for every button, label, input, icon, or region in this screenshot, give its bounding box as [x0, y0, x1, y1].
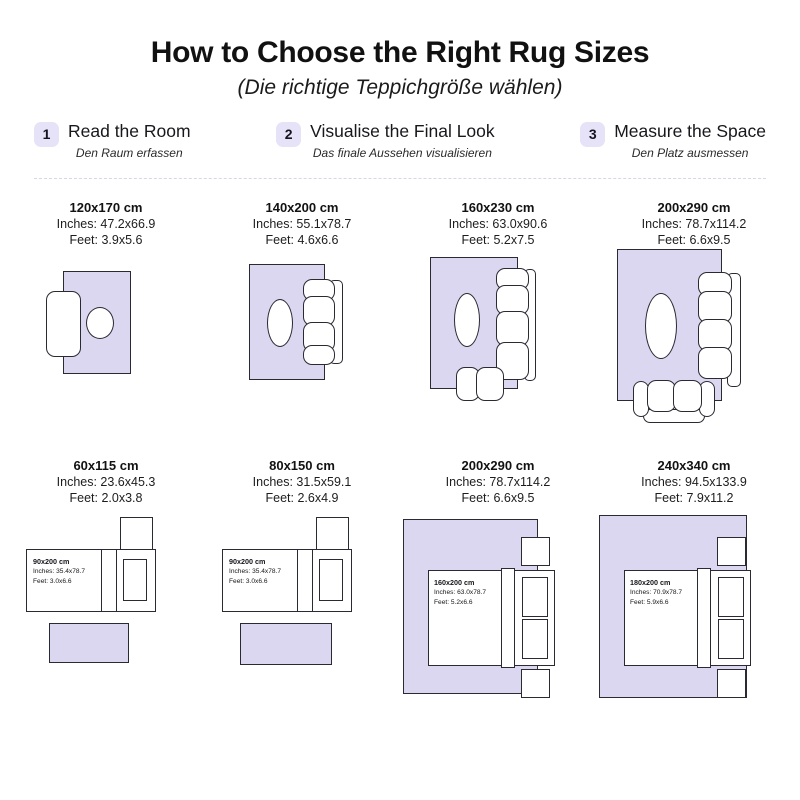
step-1-title: Read the Room	[68, 120, 191, 141]
rug-size-cm: 140x200 cm	[265, 199, 339, 215]
nightstand-top	[521, 536, 550, 566]
pillow-1	[718, 576, 744, 617]
rug-diagram-60x115: 90x200 cm Inches: 35.4x78.7 Feet: 3.0x6.…	[8, 507, 204, 687]
rug-shape	[240, 622, 332, 665]
rug-size-cm: 80x150 cm	[269, 457, 335, 473]
pillow-1	[297, 548, 313, 612]
rug-size-inches: Inches: 23.6x45.3	[56, 474, 156, 489]
nightstand-top	[120, 516, 153, 550]
steps-row: 1 Read the Room Den Raum erfassen 2 Visu…	[0, 99, 800, 160]
nightstand-bottom	[521, 668, 550, 698]
rug-row-bedroom: 60x115 cm Inches: 23.6x45.3 Feet: 2.0x3.…	[0, 457, 800, 698]
rug-card-80x150-caption: 80x150 cm Inches: 31.5x59.1 Feet: 2.6x4.…	[253, 457, 352, 507]
sofa-cushion-2	[496, 284, 529, 315]
bottom-sofa-cushion-1	[647, 379, 676, 412]
rug-diagram-200x290-bedroom: 160x200 cm Inches: 63.0x78.7 Feet: 5.2x6…	[400, 507, 596, 698]
sofa-cushion-4	[303, 344, 335, 365]
rug-size-cm: 160x230 cm	[461, 199, 535, 215]
rug-card-140x200: 140x200 cm Inches: 55.1x78.7 Feet: 4.6x6…	[204, 199, 400, 439]
step-3: 3 Measure the Space Den Platz ausmessen	[580, 121, 766, 160]
nightstand-top	[717, 536, 746, 566]
rug-card-200x290-bedroom-caption: 200x290 cm Inches: 78.7x114.2 Feet: 6.6x…	[446, 457, 551, 507]
rug-size-inches: Inches: 31.5x59.1	[252, 474, 352, 489]
coffee-table-shape	[267, 298, 293, 347]
sofa-cushion-4	[698, 346, 732, 379]
rug-size-inches: Inches: 47.2x66.9	[56, 216, 156, 231]
coffee-table-shape	[86, 306, 114, 339]
page-title: How to Choose the Right Rug Sizes	[150, 36, 650, 69]
pillow-1	[522, 576, 548, 617]
rug-card-60x115-caption: 60x115 cm Inches: 23.6x45.3 Feet: 2.0x3.…	[57, 457, 156, 507]
rug-card-240x340-caption: 240x340 cm Inches: 94.5x133.9 Feet: 7.9x…	[641, 457, 747, 507]
rug-size-cm: 60x115 cm	[73, 457, 139, 473]
step-3-number-badge: 3	[580, 121, 606, 147]
rug-size-inches: Inches: 78.7x114.2	[641, 216, 747, 231]
rug-size-feet: Feet: 2.6x4.9	[265, 491, 339, 506]
sofa-cushion-2	[698, 290, 732, 323]
rug-card-240x340: 240x340 cm Inches: 94.5x133.9 Feet: 7.9x…	[596, 457, 792, 698]
pillow-divider	[501, 567, 515, 668]
rug-diagram-80x150: 90x200 cm Inches: 35.4x78.7 Feet: 3.0x6.…	[204, 507, 400, 687]
rug-size-cm: 120x170 cm	[69, 199, 143, 215]
rug-card-120x170: 120x170 cm Inches: 47.2x66.9 Feet: 3.9x5…	[8, 199, 204, 439]
armchair-seat-2	[476, 366, 504, 401]
sofa-cushion-3	[496, 310, 529, 346]
coffee-table-shape	[454, 292, 480, 347]
rug-card-140x200-caption: 140x200 cm Inches: 55.1x78.7 Feet: 4.6x6…	[253, 199, 352, 249]
rug-card-60x115: 60x115 cm Inches: 23.6x45.3 Feet: 2.0x3.…	[8, 457, 204, 697]
rug-size-inches: Inches: 55.1x78.7	[252, 216, 352, 231]
step-2-subtitle: Das finale Aussehen visualisieren	[312, 145, 492, 160]
sofa-cushion-3	[698, 318, 732, 351]
coffee-table-shape	[645, 292, 677, 359]
pillow-2	[522, 618, 548, 659]
pillow-1	[101, 548, 117, 612]
rug-card-200x290-living: 200x290 cm Inches: 78.7x114.2 Feet: 6.6x…	[596, 199, 792, 439]
rug-card-80x150: 80x150 cm Inches: 31.5x59.1 Feet: 2.6x4.…	[204, 457, 400, 697]
rug-size-feet: Feet: 6.6x9.5	[657, 233, 731, 248]
page-subtitle: (Die richtige Teppichgröße wählen)	[237, 75, 563, 99]
rug-size-cm: 200x290 cm	[657, 199, 731, 215]
pillow-2	[718, 618, 744, 659]
rug-diagram-120x170	[8, 249, 204, 439]
pillow-divider	[697, 567, 711, 668]
step-1: 1 Read the Room Den Raum erfassen	[34, 121, 191, 160]
sofa-shape	[46, 290, 81, 357]
step-1-subtitle: Den Raum erfassen	[75, 145, 183, 160]
rug-size-inches: Inches: 63.0x90.6	[448, 216, 548, 231]
rug-size-cm: 200x290 cm	[461, 457, 535, 473]
step-2-title: Visualise the Final Look	[310, 120, 495, 141]
rug-size-feet: Feet: 5.2x7.5	[461, 233, 535, 248]
rug-row-living: 120x170 cm Inches: 47.2x66.9 Feet: 3.9x5…	[0, 199, 800, 439]
rug-card-200x290-living-caption: 200x290 cm Inches: 78.7x114.2 Feet: 6.6x…	[642, 199, 747, 249]
rug-card-160x230-caption: 160x230 cm Inches: 63.0x90.6 Feet: 5.2x7…	[449, 199, 548, 249]
nightstand-top	[316, 516, 349, 550]
rug-size-feet: Feet: 6.6x9.5	[461, 491, 535, 506]
rug-size-inches: Inches: 94.5x133.9	[641, 474, 747, 489]
rug-size-feet: Feet: 4.6x6.6	[265, 233, 339, 248]
rug-size-cm: 240x340 cm	[657, 457, 731, 473]
rug-card-120x170-caption: 120x170 cm Inches: 47.2x66.9 Feet: 3.9x5…	[57, 199, 156, 249]
step-3-title: Measure the Space	[614, 120, 766, 141]
rug-shape	[49, 622, 129, 663]
step-2-number-badge: 2	[276, 121, 302, 147]
rug-card-160x230: 160x230 cm Inches: 63.0x90.6 Feet: 5.2x7…	[400, 199, 596, 439]
bottom-sofa-cushion-2	[673, 379, 702, 412]
section-divider	[34, 177, 766, 179]
nightstand-bottom	[717, 668, 746, 698]
rug-size-feet: Feet: 3.9x5.6	[69, 233, 143, 248]
step-1-number-badge: 1	[34, 121, 59, 147]
rug-diagram-160x230	[400, 249, 596, 439]
rug-size-feet: Feet: 2.0x3.8	[69, 491, 143, 506]
rug-diagram-140x200	[204, 249, 400, 439]
rug-diagram-240x340: 180x200 cm Inches: 70.9x78.7 Feet: 5.9x6…	[596, 507, 792, 698]
step-3-subtitle: Den Platz ausmessen	[631, 145, 749, 160]
rug-size-inches: Inches: 78.7x114.2	[445, 474, 551, 489]
rug-diagram-200x290-living	[596, 248, 792, 439]
sofa-cushion-2	[303, 295, 335, 326]
rug-card-200x290-bedroom: 200x290 cm Inches: 78.7x114.2 Feet: 6.6x…	[400, 457, 596, 698]
step-2: 2 Visualise the Final Look Das finale Au…	[276, 121, 495, 160]
pillow-2	[123, 558, 147, 601]
rug-size-feet: Feet: 7.9x11.2	[654, 491, 734, 506]
pillow-2	[319, 558, 343, 601]
